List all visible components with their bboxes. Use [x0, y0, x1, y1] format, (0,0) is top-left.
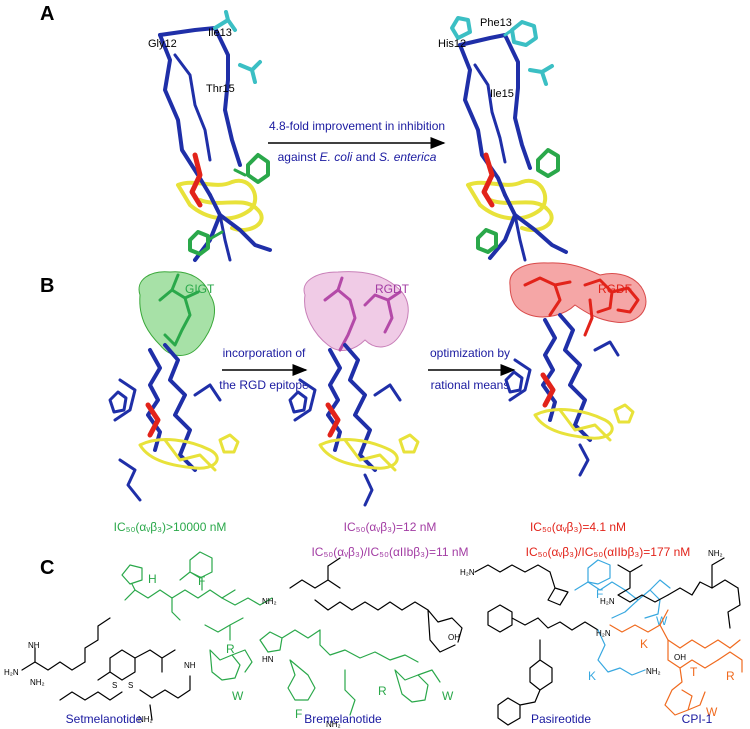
arrow-b1-line2: the RGD epitope — [219, 378, 309, 392]
structure-b-1 — [108, 271, 240, 502]
label-phe13: Phe13 — [480, 17, 512, 29]
drug-pasireotide: Pasireotide — [531, 712, 591, 726]
drug-cpi1: CPI-1 — [682, 712, 713, 726]
cpi-atom-h2n-b: H₂N — [596, 629, 611, 638]
cpi-atom-nh2: NH₂ — [708, 549, 723, 558]
set-atom-s2: S — [128, 681, 133, 690]
set-res-h: H — [148, 572, 157, 586]
brem-atom-hn: HN — [262, 655, 274, 664]
set-atom-nh2-b: NH₂ — [138, 715, 153, 724]
set-res-r: R — [226, 642, 235, 656]
brem-res-f: F — [295, 707, 302, 721]
brem-res-r: R — [378, 684, 387, 698]
arrow-b2-line1: optimization by — [430, 346, 510, 360]
seq-gigt: GIGT — [185, 282, 215, 296]
set-atom-s1: S — [112, 681, 117, 690]
ic50-rgdf: IC₅₀(αᵥβ₃)=4.1 nM — [530, 520, 626, 534]
cpi-res-k: K — [640, 637, 648, 651]
ic50-ratio-rgdt: IC₅₀(αᵥβ₃)/IC₅₀(αIIbβ₃)=11 nM — [311, 545, 468, 559]
ic50-gigt: IC₅₀(αᵥβ₃)>10000 nM — [114, 520, 227, 534]
set-atom-h2n-b: NH₂ — [262, 597, 277, 606]
molecule-setmelanotide — [21, 551, 273, 721]
structure-b-2 — [288, 271, 420, 507]
panel-c: C H F R W NH H₂N NH₂ S S NH₂ NH — [4, 549, 743, 729]
set-atom-h2n: H₂N — [4, 668, 19, 677]
label-ile13: Ile13 — [208, 27, 232, 39]
set-res-f: F — [198, 574, 205, 588]
ic50-ratio-rgdf: IC₅₀(αᵥβ₃)/IC₅₀(αIIbβ₃)=177 nM — [526, 545, 691, 559]
drug-setmelanotide: Setmelanotide — [66, 712, 143, 726]
panel-letter-c: C — [40, 557, 54, 579]
cpi-atom-h2n: H₂N — [600, 597, 615, 606]
pas-res-k: K — [588, 669, 596, 683]
structure-a-left — [158, 10, 272, 262]
molecule-cpi1 — [609, 557, 743, 716]
panel-letter-a: A — [40, 3, 54, 25]
structure-b-3 — [504, 262, 647, 477]
label-gly12: Gly12 — [148, 38, 177, 50]
set-atom-nh: NH — [28, 641, 40, 650]
pas-atom-h2n: H₂N — [460, 568, 475, 577]
cpi-res-r: R — [726, 669, 735, 683]
arrow-b2-line2: rational means — [431, 378, 510, 392]
brem-atom-oh: OH — [448, 633, 460, 642]
ic50-rgdt: IC₅₀(αᵥβ₃)=12 nM — [344, 520, 437, 534]
pas-atom-nh2: NH₂ — [646, 667, 661, 676]
panel-b: B GIGT incorporation of the RGD — [40, 262, 691, 559]
brem-res-w: W — [442, 689, 454, 703]
set-atom-nh-b: NH — [184, 661, 196, 670]
molecule-bremelanotide — [259, 557, 463, 716]
cpi-res-t: T — [690, 665, 698, 679]
panel-a: A Gly12 Ile13 Thr15 — [40, 3, 568, 262]
label-thr15: Thr15 — [206, 83, 235, 95]
brem-atom-h2n: NH₂ — [326, 720, 341, 729]
panel-letter-b: B — [40, 275, 54, 297]
arrow-a-line2: against E. coli and S. enterica — [278, 150, 437, 164]
label-his12: His12 — [438, 38, 466, 50]
set-res-w: W — [232, 689, 244, 703]
pas-res-f: F — [596, 587, 603, 601]
arrow-b1-line1: incorporation of — [223, 346, 306, 360]
set-atom-nh2: NH₂ — [30, 678, 45, 687]
cpi-atom-oh: OH — [674, 653, 686, 662]
cpi-res-w: W — [706, 705, 718, 719]
molecule-pasireotide — [474, 559, 671, 726]
drug-bremelanotide: Bremelanotide — [304, 712, 382, 726]
label-ile15: Ile15 — [490, 88, 514, 100]
structure-a-right — [450, 16, 568, 262]
arrow-a-line1: 4.8-fold improvement in inhibition — [269, 119, 445, 133]
seq-rgdt: RGDT — [375, 282, 410, 296]
seq-rgdf: RGDF — [598, 282, 632, 296]
